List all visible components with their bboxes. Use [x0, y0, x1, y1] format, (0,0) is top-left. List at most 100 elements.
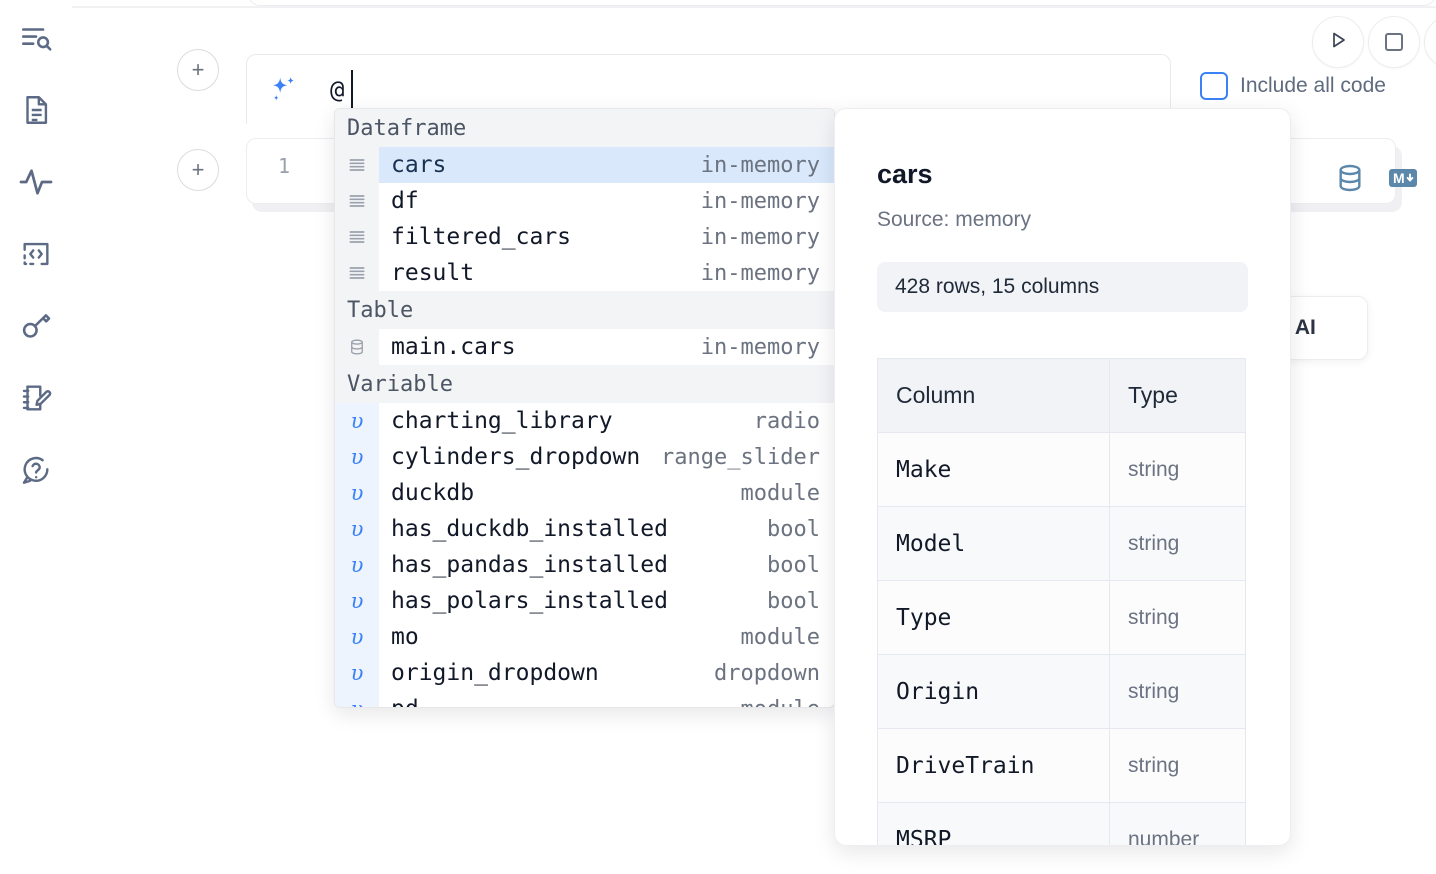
autocomplete-item-name: filtered_cars [391, 224, 572, 250]
help-icon [19, 453, 53, 487]
ai-prompt-input[interactable]: @ [330, 76, 345, 104]
variable-icon: υ [335, 439, 379, 475]
sidebar-rail [0, 0, 72, 874]
schema-column-type: string [1109, 728, 1246, 803]
schema-header-column: Column [877, 358, 1110, 433]
autocomplete-item-name: result [391, 260, 475, 286]
sidebar-item-help[interactable] [12, 446, 60, 494]
autocomplete-item-meta: bool [767, 552, 820, 578]
document-icon [19, 93, 53, 127]
stop-button[interactable] [1368, 16, 1420, 68]
schema-column-type: number [1109, 802, 1246, 845]
autocomplete-item-name: has_duckdb_installed [391, 516, 668, 542]
autocomplete-item-meta: range_slider [661, 444, 820, 470]
schema-column-name: Model [877, 506, 1110, 581]
autocomplete-item-name: has_polars_installed [391, 588, 668, 614]
sidebar-item-activity[interactable] [12, 158, 60, 206]
detail-title: cars [877, 159, 933, 189]
file-search-icon [19, 21, 53, 55]
variable-icon: υ [335, 583, 379, 619]
table-icon [335, 329, 379, 365]
stop-icon [1385, 33, 1403, 51]
ai-chip-label: h AI [1283, 316, 1316, 339]
overflow-button[interactable] [1424, 16, 1436, 68]
play-icon [1326, 28, 1350, 57]
autocomplete-item-body: duckdb module [379, 475, 834, 511]
schema-column-type: string [1109, 506, 1246, 581]
markdown-icon[interactable]: M [1388, 166, 1418, 195]
autocomplete-item-body: pdmodule [379, 691, 834, 707]
variable-icon: υ [335, 475, 379, 511]
schema-column-name: Make [877, 432, 1110, 507]
autocomplete-item-meta: module [740, 480, 820, 506]
autocomplete-item-name: duckdb [391, 480, 475, 506]
autocomplete-item-meta: bool [767, 588, 820, 614]
include-all-code-checkbox[interactable] [1200, 72, 1228, 100]
autocomplete-item-meta: bool [767, 516, 820, 542]
variable-icon: υ [335, 655, 379, 691]
autocomplete-item-meta: in-memory [700, 224, 820, 250]
line-number: 1 [277, 154, 290, 178]
add-cell-button-bottom[interactable]: + [177, 149, 219, 191]
run-button[interactable] [1312, 16, 1364, 68]
include-all-code-row[interactable]: Include all code [1200, 72, 1386, 100]
autocomplete-item[interactable]: filtered_cars in-memory [335, 219, 834, 255]
autocomplete-item-meta: in-memory [700, 334, 820, 360]
sidebar-item-document[interactable] [12, 86, 60, 134]
autocomplete-item[interactable]: υpdmodule [335, 691, 834, 707]
sidebar-item-secrets[interactable] [12, 302, 60, 350]
text-caret [351, 70, 353, 108]
sidebar-item-snippets[interactable] [12, 230, 60, 278]
detail-source: Source: memory [877, 208, 1032, 231]
add-cell-button-top[interactable]: + [177, 49, 219, 91]
ai-chip[interactable]: h AI [1282, 296, 1368, 360]
autocomplete-group-header: Table [335, 291, 834, 329]
sparkles-icon [266, 74, 300, 108]
dataframe-icon [335, 183, 379, 219]
sidebar-item-scratchpad[interactable] [12, 374, 60, 422]
schema-header-type: Type [1109, 358, 1246, 433]
autocomplete-item[interactable]: υ has_polars_installed bool [335, 583, 834, 619]
schema-column-type: string [1109, 580, 1246, 655]
plus-icon: + [191, 157, 205, 182]
key-icon [19, 309, 53, 343]
autocomplete-item-meta: module [725, 697, 820, 708]
schema-column-type: string [1109, 654, 1246, 729]
autocomplete-group-header: Variable [335, 365, 834, 403]
autocomplete-item-name: cars [391, 152, 447, 178]
schema-column-type: string [1109, 432, 1246, 507]
database-icon[interactable] [1334, 162, 1366, 199]
variable-icon: υ [335, 403, 379, 439]
autocomplete-item-body: has_polars_installed bool [379, 583, 834, 619]
sidebar-item-file-search[interactable] [12, 14, 60, 62]
variable-detail-panel: cars Source: memory 428 rows, 15 columns… [834, 108, 1291, 846]
autocomplete-item-name: mo [391, 624, 419, 650]
autocomplete-item-body: has_duckdb_installed bool [379, 511, 834, 547]
